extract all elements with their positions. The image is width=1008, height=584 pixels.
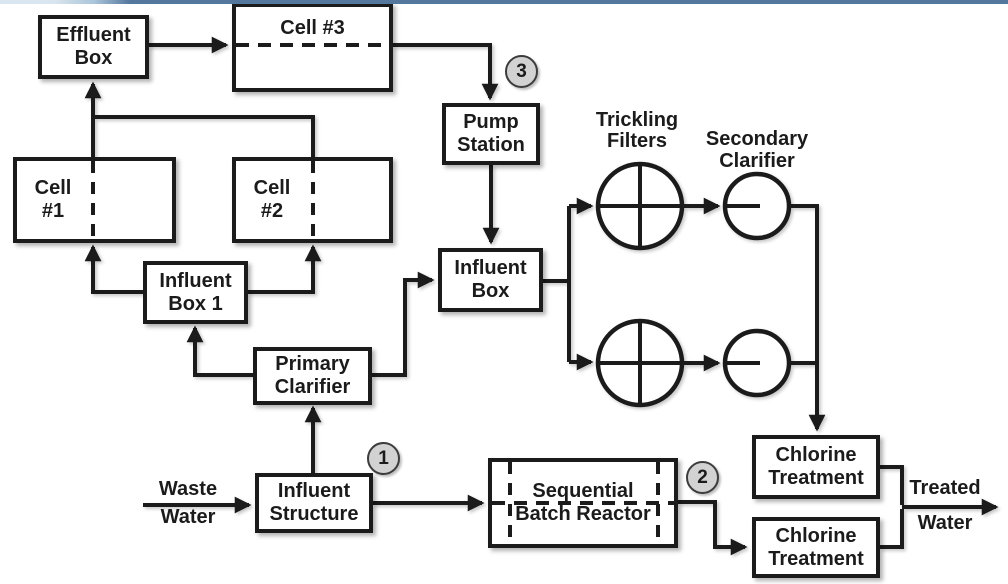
waste-water-line2: Water bbox=[160, 506, 216, 528]
pump-station-label: Pump Station bbox=[457, 111, 525, 156]
chlorine-treatment-top-label: Chlorine Treatment bbox=[768, 444, 864, 489]
step-badge-3: 3 bbox=[505, 55, 538, 88]
arrow-primary-clarifier-to-influent-box1 bbox=[186, 325, 253, 377]
cell2-label: Cell #2 bbox=[253, 177, 291, 222]
step-badge-1-number: 1 bbox=[378, 447, 389, 469]
arrow-influent-box1-to-cell1 bbox=[84, 244, 143, 294]
influent-box1-label: Influent Box 1 bbox=[159, 269, 232, 315]
node-influent-box-1: Influent Box 1 bbox=[143, 261, 248, 324]
cell3-label: Cell #3 bbox=[280, 17, 345, 39]
step-badge-1: 1 bbox=[367, 442, 400, 475]
primary-clarifier-label: Primary Clarifier bbox=[274, 353, 351, 398]
footer-accent-bar bbox=[0, 0, 1008, 4]
node-chlorine-treatment-top: Chlorine Treatment bbox=[752, 435, 880, 499]
chlorine-treatment-bottom-label: Chlorine Treatment bbox=[768, 524, 864, 570]
node-cell-1: Cell #1 bbox=[13, 157, 176, 243]
node-chlorine-treatment-bottom: Chlorine Treatment bbox=[752, 517, 880, 578]
node-cell-3: Cell #3 bbox=[232, 3, 393, 92]
step-badge-3-number: 3 bbox=[516, 60, 527, 82]
arrow-primary-clarifier-to-influent-box bbox=[372, 271, 435, 377]
step-badge-2-number: 2 bbox=[697, 466, 708, 488]
treated-water-line1: Treated bbox=[909, 477, 981, 499]
node-sequential-batch-reactor: Sequential Batch Reactor bbox=[488, 458, 678, 548]
waste-water-label: Waste Water bbox=[133, 479, 243, 528]
arrow-influent-box1-to-cell2 bbox=[248, 244, 322, 294]
node-effluent-box: Effluent Box bbox=[38, 15, 149, 79]
effluent-box-label: Effluent Box bbox=[56, 24, 131, 69]
connector-chlorine-top-out bbox=[880, 465, 904, 505]
connector-cell2-to-effluent-riser bbox=[93, 115, 315, 157]
secondary-clarifier-label: Secondary Clarifier bbox=[705, 128, 809, 172]
cell3-partition-dashed-line bbox=[236, 43, 389, 47]
cell1-partition-dashed-line bbox=[91, 161, 95, 239]
cell2-partition-dashed-line bbox=[311, 161, 315, 239]
influent-structure-label: Influent Structure bbox=[269, 480, 359, 525]
treated-water-line2: Water bbox=[917, 512, 973, 534]
step-badge-2: 2 bbox=[686, 461, 719, 494]
waste-water-line1: Waste bbox=[158, 478, 218, 500]
arrow-clarifiers-to-chlorine-top bbox=[789, 204, 826, 432]
node-influent-box: Influent Box bbox=[438, 248, 543, 312]
flow-arrows bbox=[84, 36, 999, 556]
influent-box-label: Influent Box bbox=[454, 257, 527, 302]
sbr-label: Sequential Batch Reactor bbox=[515, 480, 651, 525]
node-primary-clarifier: Primary Clarifier bbox=[253, 347, 372, 405]
treated-water-label: Treated Water bbox=[890, 478, 1000, 534]
arrow-sbr-to-chlorine-bottom bbox=[678, 500, 748, 556]
node-pump-station: Pump Station bbox=[442, 103, 540, 165]
node-influent-structure: Influent Structure bbox=[255, 473, 373, 533]
cell1-label: Cell #1 bbox=[34, 177, 72, 222]
unit-symbols bbox=[595, 161, 792, 408]
node-cell-2: Cell #2 bbox=[232, 157, 393, 243]
trickling-filters-label: Trickling Filters bbox=[595, 109, 679, 152]
arrow-cell3-to-pump-station bbox=[393, 43, 499, 101]
sbr-middle-dashed-line bbox=[492, 501, 674, 505]
connector-chlorine-bottom-out bbox=[880, 509, 904, 549]
